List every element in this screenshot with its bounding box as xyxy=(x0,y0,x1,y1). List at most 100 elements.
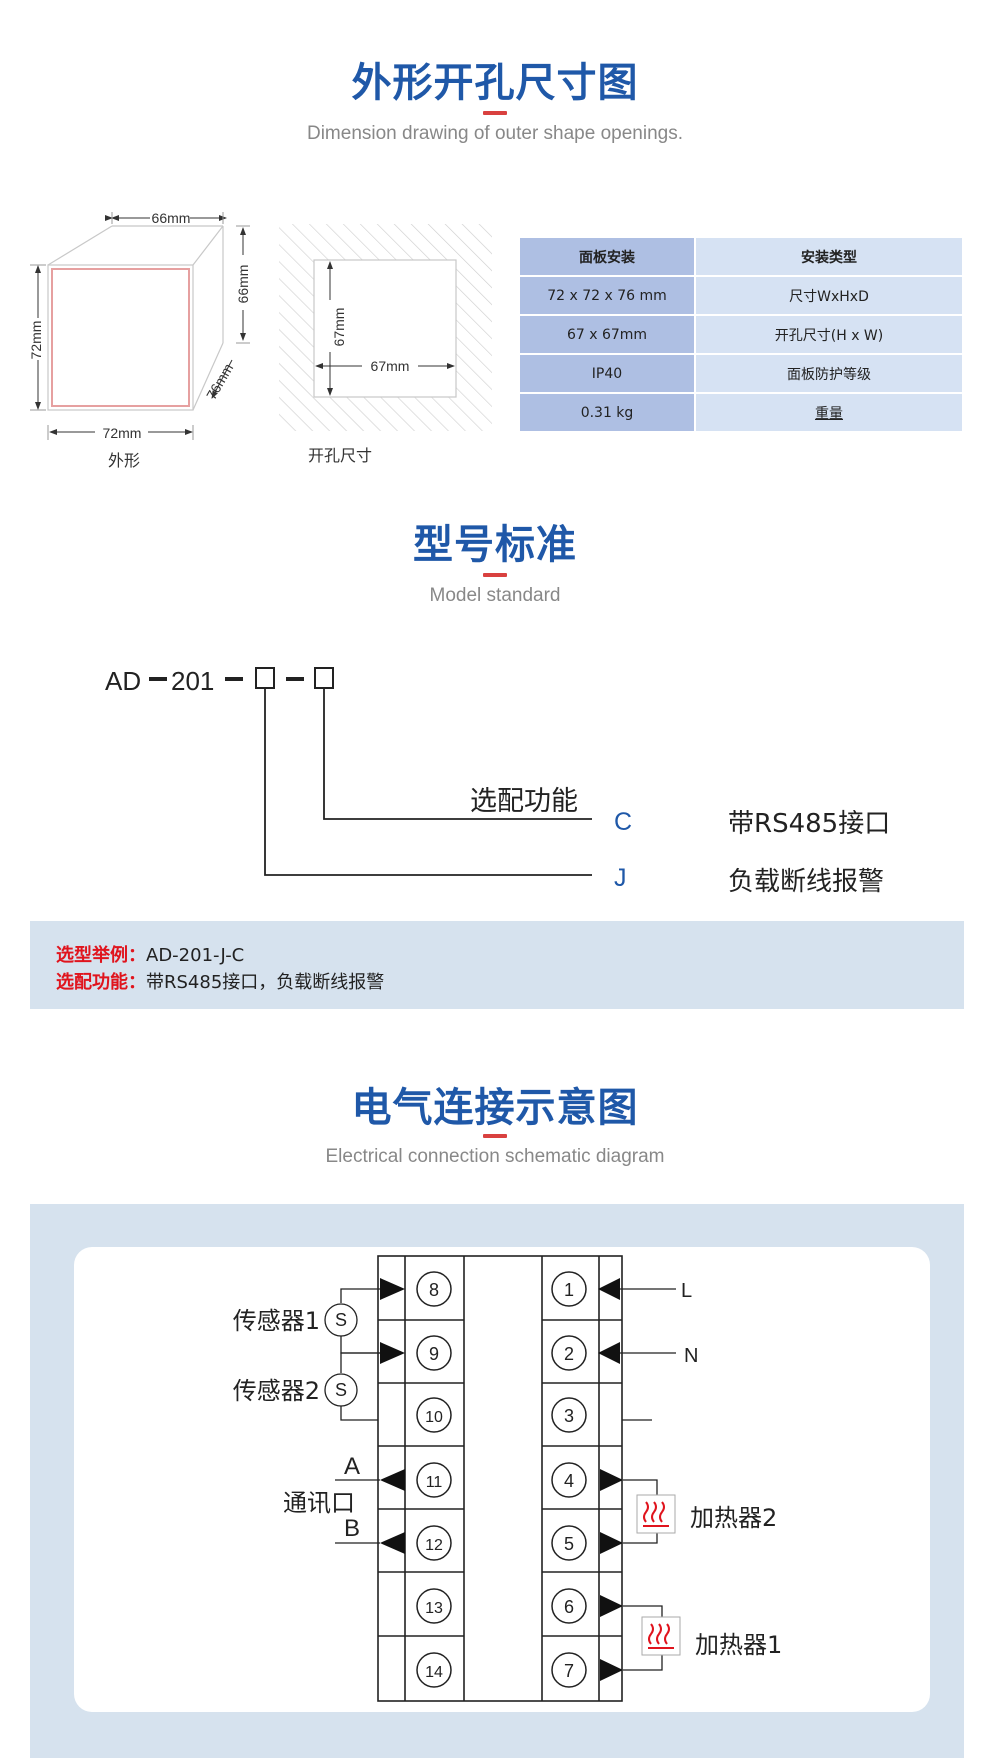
dim-bottom-label: 72mm xyxy=(103,425,142,441)
spec-type-cell: 开孔尺寸(H x W) xyxy=(696,316,962,353)
terminal-arrow-icon xyxy=(600,1595,623,1617)
terminal-circle xyxy=(551,1588,587,1624)
option-code: J xyxy=(614,864,627,892)
spec-table-header: 面板安装 安装类型 xyxy=(520,238,962,275)
table-row: 72 x 72 x 76 mm 尺寸WxHxD xyxy=(520,277,962,314)
heater1-icon xyxy=(641,1616,681,1656)
terminal-number: 2 xyxy=(564,1344,574,1364)
terminal-number: 6 xyxy=(564,1597,574,1617)
terminal-number: 11 xyxy=(426,1474,443,1491)
terminal-arrow-icon xyxy=(598,1278,620,1300)
model-slot-box xyxy=(314,667,334,689)
section1-title-underline xyxy=(483,111,507,115)
example-value: AD-201-J-C xyxy=(146,945,245,966)
terminal-circle xyxy=(416,1525,452,1561)
terminal-circle xyxy=(416,1462,452,1498)
spec-value-cell: 72 x 72 x 76 mm xyxy=(520,277,694,314)
spec-table: 面板安装 安装类型 72 x 72 x 76 mm 尺寸WxHxD 67 x 6… xyxy=(518,236,964,433)
cutout-caption: 开孔尺寸 xyxy=(308,446,372,465)
terminal-number: 13 xyxy=(425,1600,443,1617)
terminal-arrow-icon xyxy=(380,1532,405,1554)
terminal-circle xyxy=(416,1588,452,1624)
terminal-circle xyxy=(416,1652,452,1688)
section2-title: 型号标准 xyxy=(413,522,577,568)
dim-side-label: 66mm xyxy=(235,265,251,304)
options-label: 选配功能 xyxy=(470,786,578,817)
sensor2-label: 传感器2 xyxy=(233,1377,320,1405)
terminal-number: 9 xyxy=(429,1344,439,1364)
comm-port-label: 通讯口 xyxy=(283,1489,355,1517)
terminal-number: 4 xyxy=(564,1471,574,1491)
option-desc: 负载断线报警 xyxy=(728,867,884,897)
terminal-circle xyxy=(551,1652,587,1688)
power-n-label: N xyxy=(684,1345,698,1367)
model-example-note: 选型举例：AD-201-J-C 选配功能：带RS485接口，负载断线报警 xyxy=(30,921,964,1009)
terminal-circle xyxy=(551,1525,587,1561)
table-row: IP40 面板防护等级 xyxy=(520,355,962,392)
example-line: 选型举例：AD-201-J-C xyxy=(56,941,244,967)
spec-value-cell: IP40 xyxy=(520,355,694,392)
terminal-arrow-icon xyxy=(598,1342,620,1364)
spec-type-cell: 尺寸WxHxD xyxy=(696,277,962,314)
model-slot-box xyxy=(255,667,275,689)
terminal-circle xyxy=(416,1397,452,1433)
terminal-arrow-icon xyxy=(380,1278,405,1300)
terminal-circle xyxy=(416,1271,452,1307)
section1-subtitle: Dimension drawing of outer shape opening… xyxy=(306,123,683,144)
spec-header-cell: 安装类型 xyxy=(696,238,962,275)
section2-title-underline xyxy=(483,573,507,577)
section3-title: 电气连接示意图 xyxy=(351,1085,639,1131)
terminal-number: 7 xyxy=(564,1661,574,1681)
example-key: 选型举例： xyxy=(56,945,146,966)
terminal-arrow-icon xyxy=(380,1469,405,1491)
terminal-number: 8 xyxy=(429,1280,439,1300)
terminal-circle xyxy=(416,1335,452,1371)
model-dash xyxy=(149,677,167,681)
cutout-width-label: 67mm xyxy=(371,358,410,374)
section1-title: 外形开孔尺寸图 xyxy=(351,60,639,106)
spec-type-cell: 面板防护等级 xyxy=(696,355,962,392)
power-l-label: L xyxy=(681,1280,692,1302)
terminal-number: 12 xyxy=(425,1537,443,1554)
dim-diag-label: 76mm xyxy=(203,361,236,403)
outer-shape-drawing: 66mm 66mm 72mm 76mm 72mm 外形 xyxy=(28,210,251,470)
terminal-circle xyxy=(551,1397,587,1433)
table-row: 0.31 kg 重量 xyxy=(520,394,962,431)
comm-b-label: B xyxy=(344,1515,360,1542)
cutout-height-label: 67mm xyxy=(331,308,347,347)
table-row: 67 x 67mm 开孔尺寸(H x W) xyxy=(520,316,962,353)
dim-left-label: 72mm xyxy=(28,321,44,360)
comm-a-label: A xyxy=(344,1453,360,1480)
spec-value-cell: 0.31 kg xyxy=(520,394,694,431)
sensor1-s-label: S xyxy=(335,1310,347,1330)
model-diagram: AD 201 选配功能 C 带RS485接口 J 负载断线报警 xyxy=(105,666,890,897)
terminal-arrow-icon xyxy=(600,1469,623,1491)
spec-value-cell: 67 x 67mm xyxy=(520,316,694,353)
spec-header-cell: 面板安装 xyxy=(520,238,694,275)
model-prefix: AD xyxy=(105,666,141,696)
example-key: 选配功能： xyxy=(56,972,146,993)
wiring-diagram: 8 9 10 11 12 13 14 1 2 3 4 5 6 7 xyxy=(233,1255,782,1702)
terminal-circle xyxy=(551,1271,587,1307)
option-desc: 带RS485接口 xyxy=(728,809,890,839)
heater1-label: 加热器1 xyxy=(695,1631,782,1659)
heater2-icon xyxy=(636,1494,676,1534)
model-dash xyxy=(225,677,243,681)
example-value: 带RS485接口，负载断线报警 xyxy=(146,972,385,993)
sensor1-label: 传感器1 xyxy=(233,1307,320,1335)
section2-subtitle: Model standard xyxy=(429,585,561,606)
terminal-circle xyxy=(551,1335,587,1371)
terminal-number: 5 xyxy=(564,1534,574,1554)
section3-title-underline xyxy=(483,1134,507,1138)
terminal-arrow-icon xyxy=(600,1659,623,1681)
section3-subtitle: Electrical connection schematic diagram xyxy=(325,1146,665,1167)
terminal-number: 1 xyxy=(564,1280,574,1300)
sensor2-s-icon xyxy=(324,1373,358,1407)
terminal-arrow-icon xyxy=(600,1532,623,1554)
spec-type-cell: 重量 xyxy=(696,394,962,431)
terminal-number: 10 xyxy=(425,1409,443,1426)
model-dash xyxy=(286,677,304,681)
cutout-drawing: 67mm 67mm 开孔尺寸 xyxy=(279,224,492,465)
wiring-card xyxy=(74,1247,930,1712)
option-code: C xyxy=(614,808,632,836)
